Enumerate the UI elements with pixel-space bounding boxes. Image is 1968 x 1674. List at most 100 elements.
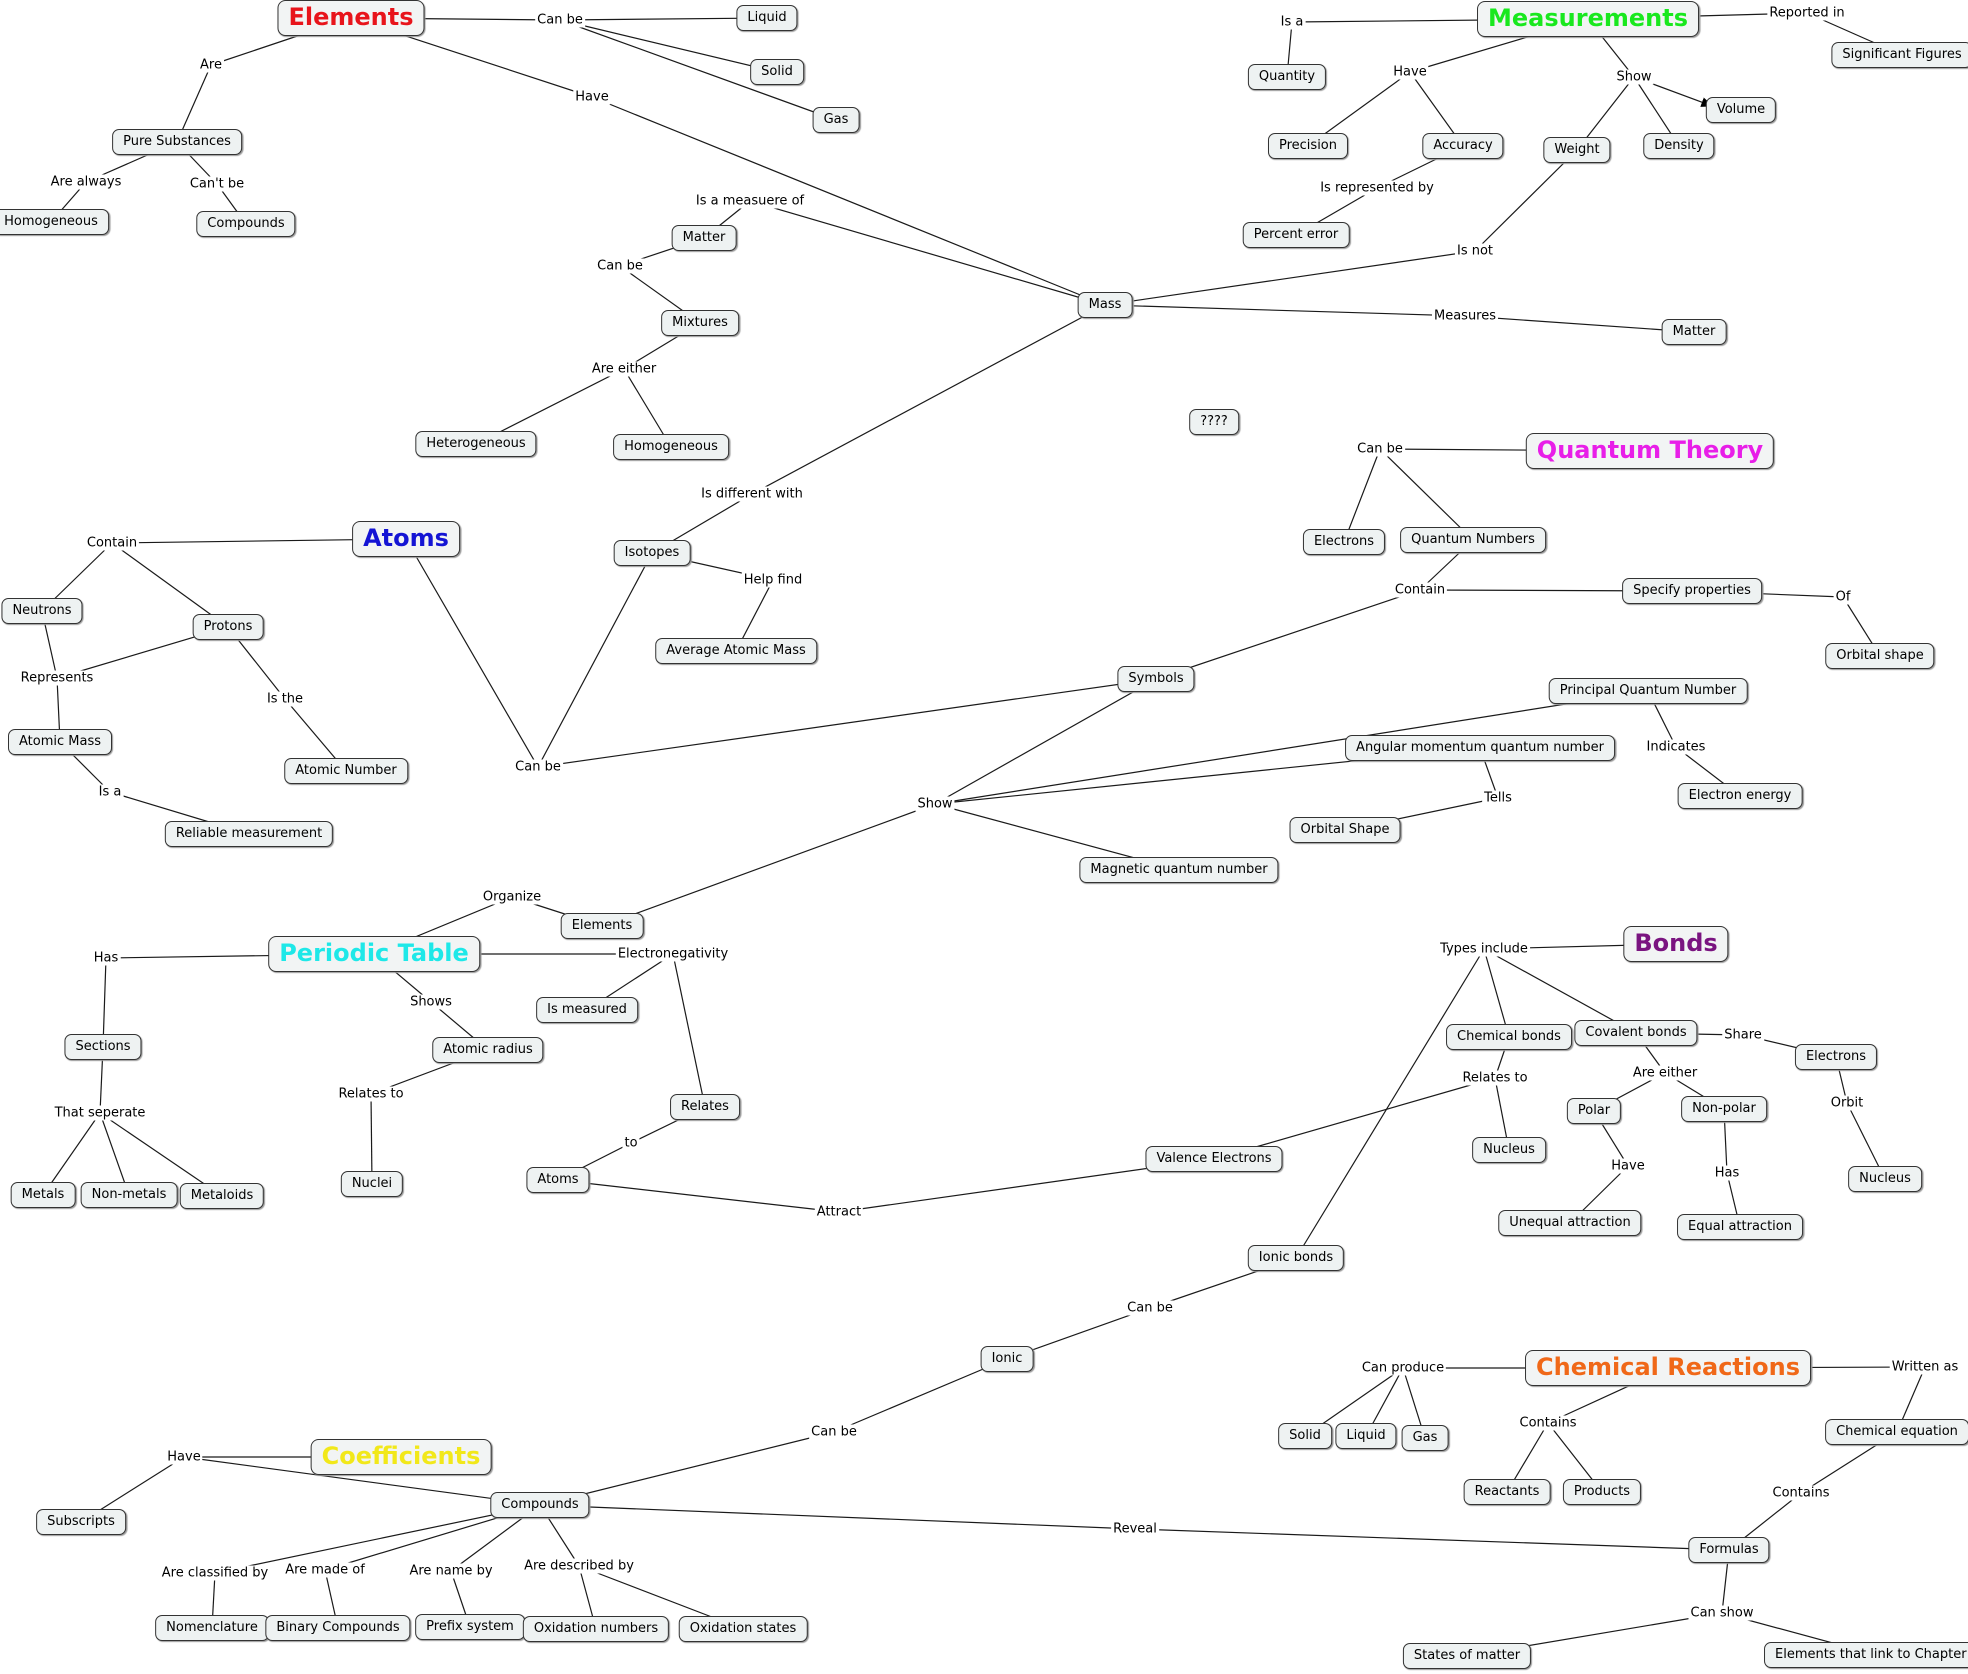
link-label-lbl-attract: Attract (814, 1204, 864, 1220)
concept-binary-compounds[interactable]: Binary Compounds (265, 1615, 411, 1641)
concept-oxidation-numbers[interactable]: Oxidation numbers (522, 1616, 670, 1642)
concept-electron-energy[interactable]: Electron energy (1677, 783, 1803, 809)
concept-valence-electrons[interactable]: Valence Electrons (1145, 1146, 1283, 1172)
link-lbl-is-not-to-mass (1104, 250, 1476, 306)
concept-volume[interactable]: Volume (1705, 97, 1777, 123)
concept-weight[interactable]: Weight (1543, 137, 1611, 163)
concept-matter1[interactable]: Matter (671, 225, 737, 251)
concept-mass[interactable]: Mass (1077, 292, 1133, 318)
link-lbl-canbe-comp-to-compounds2 (539, 1431, 835, 1506)
concept-elements-ch1[interactable]: Elements that link to Chapter 1 (1764, 1642, 1968, 1668)
concept-nucleus1[interactable]: Nucleus (1848, 1166, 1922, 1192)
concept-ionic[interactable]: Ionic (980, 1346, 1034, 1372)
concept-sections[interactable]: Sections (64, 1034, 142, 1060)
concept-gas1[interactable]: Gas (812, 107, 860, 133)
concept-unequal-attraction[interactable]: Unequal attraction (1498, 1210, 1642, 1236)
concept-compounds2[interactable]: Compounds (490, 1492, 590, 1518)
concept-accuracy[interactable]: Accuracy (1422, 133, 1504, 159)
link-label-lbl-organize: Organize (480, 889, 544, 905)
root-concept-coefficients-root[interactable]: Coefficients (310, 1439, 492, 1475)
root-concept-bonds-root[interactable]: Bonds (1623, 926, 1729, 962)
concept-reliable-measurement[interactable]: Reliable measurement (164, 821, 334, 847)
concept-atomic-number[interactable]: Atomic Number (284, 758, 408, 784)
root-concept-periodic-root[interactable]: Periodic Table (268, 936, 480, 972)
concept-is-measured[interactable]: Is measured (536, 997, 638, 1023)
concept-matter2[interactable]: Matter (1661, 319, 1727, 345)
concept-avg-atomic-mass[interactable]: Average Atomic Mass (655, 638, 817, 664)
concept-nucleus2[interactable]: Nucleus (1472, 1137, 1546, 1163)
concept-isotopes[interactable]: Isotopes (613, 540, 691, 566)
concept-liquid2[interactable]: Liquid (1335, 1423, 1397, 1449)
concept-neutrons[interactable]: Neutrons (1, 598, 83, 624)
link-label-lbl-can-show: Can show (1688, 1605, 1756, 1621)
concept-metals[interactable]: Metals (10, 1182, 76, 1208)
concept-metaloids[interactable]: Metaloids (179, 1183, 265, 1209)
concept-ionic-bonds[interactable]: Ionic bonds (1247, 1245, 1345, 1271)
concept-polar[interactable]: Polar (1566, 1098, 1622, 1124)
concept-atoms2[interactable]: Atoms (526, 1167, 590, 1193)
concept-oxidation-states[interactable]: Oxidation states (678, 1616, 808, 1642)
link-label-lbl-indicates: Indicates (1644, 739, 1708, 755)
concept-reactants[interactable]: Reactants (1463, 1479, 1551, 1505)
concept-nuclei[interactable]: Nuclei (340, 1171, 404, 1197)
link-label-lbl-is-not: Is not (1454, 243, 1496, 259)
concept-principal-qn[interactable]: Principal Quantum Number (1548, 678, 1748, 704)
concept-solid2[interactable]: Solid (1278, 1423, 1332, 1449)
concept-non-polar[interactable]: Non-polar (1681, 1096, 1767, 1122)
concept-prefix-system[interactable]: Prefix system (415, 1614, 525, 1640)
concept-unknown[interactable]: ???? (1189, 409, 1239, 435)
concept-formulas[interactable]: Formulas (1688, 1537, 1770, 1563)
link-label-lbl-made-of: Are made of (283, 1562, 367, 1578)
root-concept-reactions-root[interactable]: Chemical Reactions (1525, 1350, 1811, 1386)
concept-covalent-bonds[interactable]: Covalent bonds (1574, 1020, 1698, 1046)
concept-pure-substances[interactable]: Pure Substances (112, 129, 242, 155)
concept-atomic-mass[interactable]: Atomic Mass (8, 729, 112, 755)
link-label-lbl-have4: Have (165, 1449, 203, 1465)
concept-density[interactable]: Density (1643, 133, 1715, 159)
concept-percent-error[interactable]: Percent error (1242, 222, 1350, 248)
concept-relates[interactable]: Relates (670, 1094, 740, 1120)
concept-products[interactable]: Products (1562, 1479, 1642, 1505)
concept-symbols[interactable]: Symbols (1117, 666, 1195, 692)
concept-angular-qn[interactable]: Angular momentum quantum number (1345, 735, 1615, 761)
concept-sig-figs[interactable]: Significant Figures (1831, 42, 1968, 68)
link-lbl-relates-to1-to-nuclei (370, 1093, 373, 1185)
concept-chemical-bonds[interactable]: Chemical bonds (1446, 1024, 1572, 1050)
concept-equal-attraction[interactable]: Equal attraction (1677, 1214, 1803, 1240)
root-concept-elements-root[interactable]: Elements (277, 0, 425, 36)
link-label-lbl-share: Share (1722, 1027, 1764, 1043)
root-concept-atoms-root[interactable]: Atoms (352, 521, 460, 557)
concept-quantity[interactable]: Quantity (1247, 64, 1327, 90)
concept-precision[interactable]: Precision (1267, 133, 1349, 159)
root-concept-measurements-root[interactable]: Measurements (1477, 1, 1699, 37)
concept-elements2[interactable]: Elements (560, 913, 644, 939)
concept-non-metals[interactable]: Non-metals (80, 1182, 178, 1208)
concept-mixtures[interactable]: Mixtures (661, 310, 739, 336)
link-label-lbl-canbe-mix: Can be (595, 258, 645, 274)
link-label-lbl-shows: Shows (408, 994, 454, 1010)
concept-solid1[interactable]: Solid (750, 59, 804, 85)
concept-orbital-shape1[interactable]: Orbital shape (1825, 643, 1935, 669)
concept-quantum-numbers[interactable]: Quantum Numbers (1400, 527, 1546, 553)
link-label-lbl-are-either1: Are either (589, 361, 659, 377)
concept-nomenclature[interactable]: Nomenclature (155, 1615, 269, 1641)
concept-homogeneous2[interactable]: Homogeneous (613, 434, 729, 460)
link-label-lbl-have1: Have (573, 89, 611, 105)
concept-liquid1[interactable]: Liquid (736, 5, 798, 31)
concept-magnetic-qn[interactable]: Magnetic quantum number (1079, 857, 1279, 883)
concept-subscripts[interactable]: Subscripts (36, 1509, 126, 1535)
concept-atomic-radius[interactable]: Atomic radius (432, 1037, 544, 1063)
link-label-lbl-have3: Have (1609, 1158, 1647, 1174)
concept-homogeneous1[interactable]: Homogeneous (0, 209, 109, 235)
concept-orbital-shape2[interactable]: Orbital Shape (1289, 817, 1401, 843)
concept-gas2[interactable]: Gas (1401, 1425, 1449, 1451)
concept-specify-props[interactable]: Specify properties (1622, 578, 1762, 604)
concept-electrons2[interactable]: Electrons (1794, 1044, 1878, 1070)
concept-chemical-equation[interactable]: Chemical equation (1825, 1419, 1968, 1445)
root-concept-quantum-root[interactable]: Quantum Theory (1525, 433, 1775, 469)
concept-compounds1[interactable]: Compounds (196, 211, 296, 237)
concept-heterogeneous[interactable]: Heterogeneous (415, 431, 537, 457)
concept-protons[interactable]: Protons (192, 614, 264, 640)
concept-states-of-matter[interactable]: States of matter (1402, 1643, 1532, 1669)
concept-electrons1[interactable]: Electrons (1302, 529, 1386, 555)
